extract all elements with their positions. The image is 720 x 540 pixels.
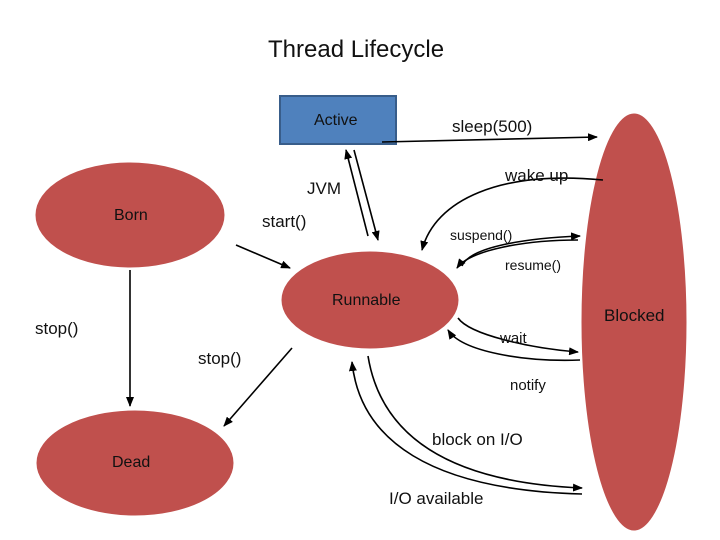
start-label: start() (262, 212, 307, 231)
notify-arrow (447, 329, 581, 362)
resume-arrow (456, 239, 579, 269)
blocked-state (578, 110, 690, 534)
jvm-label: JVM (307, 179, 341, 198)
io-available-arrow (348, 361, 583, 495)
active-state-box (279, 95, 397, 145)
diagram-title: Thread Lifecycle (268, 36, 445, 63)
runnable-label: Runnable (332, 292, 401, 309)
stop-left-label: stop() (35, 319, 79, 338)
jvm-arrow (344, 149, 369, 237)
blocked-label: Blocked (604, 306, 665, 325)
born-state (32, 159, 228, 271)
block-io-arrow (367, 355, 583, 492)
start-arrow (235, 244, 291, 269)
stop-center-label: stop() (198, 349, 242, 368)
active-to-runnable-arrow (353, 149, 380, 241)
notify-label: notify (510, 377, 546, 394)
wake-up-arrow (420, 177, 604, 251)
block-io-label: block on I/O (432, 430, 523, 449)
runnable-stop-arrow (223, 347, 293, 427)
dead-state (33, 407, 237, 519)
dead-label: Dead (112, 454, 151, 471)
wait-arrow (457, 317, 579, 356)
born-label: Born (114, 207, 148, 224)
sleep-label: sleep(500) (452, 117, 533, 136)
active-label: Active (314, 112, 358, 129)
sleep-arrow (381, 133, 598, 143)
resume-label: resume() (505, 257, 562, 273)
suspend-label: suspend() (450, 227, 513, 243)
runnable-state (278, 248, 462, 352)
io-available-label: I/O available (389, 489, 484, 508)
wake-up-label: wake up (505, 166, 569, 185)
wait-label: wait (500, 330, 527, 347)
